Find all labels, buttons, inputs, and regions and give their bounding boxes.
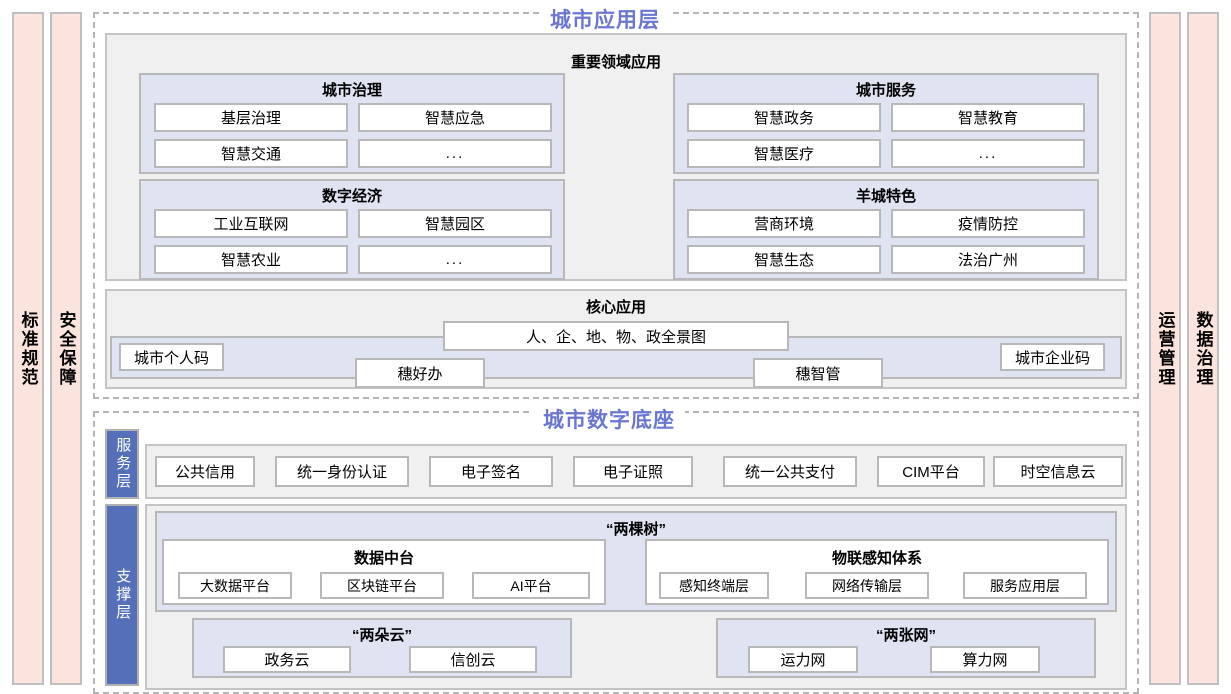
two-clouds-title: “两朵云” [351,627,412,644]
item-rule-of-law-guangzhou[interactable]: 法治广州 [891,245,1085,274]
pillar-data-governance-label: 数据治理 [1193,310,1213,387]
item-digital-economy-more[interactable]: ... [358,245,552,274]
item-network-transmission-layer[interactable]: 网络传输层 [805,572,929,599]
group-guangzhou-features-title: 羊城特色 [855,188,916,205]
service-item-e-certificate[interactable]: 电子证照 [573,456,693,487]
item-government-cloud[interactable]: 政务云 [223,646,351,673]
group-digital-economy-title: 数字经济 [321,188,382,205]
item-grassroots-governance[interactable]: 基层治理 [154,103,348,132]
item-transport-network[interactable]: 运力网 [748,646,858,673]
pillar-security-label: 安全保障 [56,310,76,387]
core-panorama-box[interactable]: 人、企、地、物、政全景图 [443,321,789,351]
item-industrial-internet[interactable]: 工业互联网 [154,209,348,238]
core-suihaoban-box[interactable]: 穗好办 [355,358,485,388]
item-business-environment[interactable]: 营商环境 [687,209,881,238]
item-big-data-platform[interactable]: 大数据平台 [178,572,292,599]
group-city-governance-title: 城市治理 [321,82,382,99]
core-applications-title: 核心应用 [585,299,646,316]
core-enterprise-code-box[interactable]: 城市企业码 [1000,343,1105,371]
support-layer-tab: 支撑层 [105,504,139,686]
service-layer-tab: 服务层 [105,429,139,499]
item-xinchuang-cloud[interactable]: 信创云 [409,646,537,673]
two-trees-title: “两棵树” [605,521,666,538]
item-blockchain-platform[interactable]: 区块链平台 [320,572,444,599]
core-suizhiguan-box[interactable]: 穗智管 [753,358,883,388]
item-service-application-layer[interactable]: 服务应用层 [963,572,1087,599]
item-sensing-terminal-layer[interactable]: 感知终端层 [659,572,769,599]
pillar-standards: 标准规范 [12,12,44,685]
application-layer-title: 城市应用层 [540,4,670,34]
item-ai-platform[interactable]: AI平台 [472,572,590,599]
support-layer-tab-label: 支撑层 [114,568,132,622]
pillar-standards-label: 标准规范 [18,310,38,387]
pillar-operations: 运营管理 [1149,12,1181,685]
service-item-cim-platform[interactable]: CIM平台 [877,456,985,487]
service-layer-tab-label: 服务层 [114,437,132,491]
service-item-unified-identity[interactable]: 统一身份认证 [275,456,409,487]
item-city-governance-more[interactable]: ... [358,139,552,168]
item-smart-park[interactable]: 智慧园区 [358,209,552,238]
item-smart-education[interactable]: 智慧教育 [891,103,1085,132]
pillar-security: 安全保障 [50,12,82,685]
data-middle-platform-title: 数据中台 [353,550,414,567]
core-personal-code-box[interactable]: 城市个人码 [119,343,224,371]
pillar-operations-label: 运营管理 [1155,310,1175,387]
service-item-e-signature[interactable]: 电子签名 [429,456,553,487]
item-smart-healthcare[interactable]: 智慧医疗 [687,139,881,168]
item-epidemic-control[interactable]: 疫情防控 [891,209,1085,238]
group-city-services-title: 城市服务 [855,82,916,99]
service-item-public-credit[interactable]: 公共信用 [155,456,255,487]
item-smart-ecology[interactable]: 智慧生态 [687,245,881,274]
iot-perception-system-title: 物联感知体系 [831,550,922,567]
key-domains-title: 重要领域应用 [570,54,661,71]
item-computing-network[interactable]: 算力网 [930,646,1040,673]
service-item-spatiotemporal-cloud[interactable]: 时空信息云 [993,456,1123,487]
service-item-unified-payment[interactable]: 统一公共支付 [723,456,857,487]
item-smart-emergency[interactable]: 智慧应急 [358,103,552,132]
two-networks-title: “两张网” [875,627,936,644]
item-smart-agriculture[interactable]: 智慧农业 [154,245,348,274]
foundation-layer-title: 城市数字底座 [533,404,685,434]
item-smart-transport[interactable]: 智慧交通 [154,139,348,168]
item-smart-government[interactable]: 智慧政务 [687,103,881,132]
pillar-data-governance: 数据治理 [1187,12,1219,685]
item-city-services-more[interactable]: ... [891,139,1085,168]
